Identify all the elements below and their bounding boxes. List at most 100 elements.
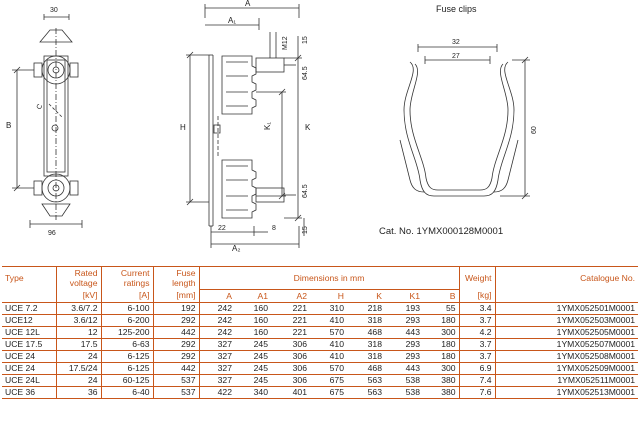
dim-96-label: 96 [48, 230, 56, 237]
cell-type: UCE 12L [2, 326, 57, 339]
dim-a2-label: A₂ [232, 244, 240, 253]
dim-22-label: 22 [218, 225, 226, 232]
cell-h: 570 [310, 362, 347, 375]
cell-type: UCE12 [2, 314, 57, 327]
cell-a1: 245 [235, 374, 271, 387]
dim-32-label: 32 [452, 39, 460, 46]
cell-h: 675 [310, 374, 347, 387]
col-k: K [347, 289, 385, 303]
dim-64-5-bottom-label: 64.5 [302, 184, 309, 198]
cell-cat: 1YMX052505M0001 [495, 326, 639, 339]
cell-a: 327 [199, 362, 235, 375]
dim-60-label: 60 [531, 126, 538, 134]
cell-a2: 306 [271, 374, 310, 387]
cell-weight: 3.4 [459, 302, 496, 315]
cell-weight: 4.2 [459, 326, 496, 339]
col-b: B [423, 289, 460, 303]
cell-k1: 443 [385, 362, 423, 375]
dim-15-top-label: 15 [302, 36, 309, 44]
cell-b: 300 [423, 362, 460, 375]
header-fuse-length: Fuse length [153, 266, 200, 289]
header-rated-voltage: Rated voltage [56, 266, 102, 289]
cell-b: 300 [423, 326, 460, 339]
header-weight: Weight [459, 266, 496, 289]
unit-a: [A] [101, 289, 154, 303]
cell-a2: 401 [271, 386, 310, 399]
cell-k: 318 [347, 350, 385, 363]
cell-k: 468 [347, 326, 385, 339]
cell-voltage: 17.5 [56, 338, 102, 351]
cell-a1: 245 [235, 338, 271, 351]
col-k1: K1 [385, 289, 423, 303]
cell-weight: 7.4 [459, 374, 496, 387]
cell-cat: 1YMX052503M0001 [495, 314, 639, 327]
cell-a1: 340 [235, 386, 271, 399]
table-header-row: Type Rated voltage Current ratings Fuse … [2, 266, 639, 290]
dim-c-label: C [36, 103, 45, 111]
dim-27-label: 27 [452, 53, 460, 60]
cell-type: UCE 24 [2, 362, 57, 375]
col-a: A [199, 289, 235, 303]
cell-current: 6-200 [101, 314, 154, 327]
cell-a2: 221 [271, 302, 310, 315]
cell-current: 60-125 [101, 374, 154, 387]
header-current-ratings: Current ratings [101, 266, 154, 289]
col-a1: A1 [235, 289, 271, 303]
cell-a2: 306 [271, 338, 310, 351]
cell-a2: 221 [271, 314, 310, 327]
col-a2: A2 [271, 289, 310, 303]
unit-mm: [mm] [153, 289, 200, 303]
cell-a: 242 [199, 326, 235, 339]
cell-voltage: 12 [56, 326, 102, 339]
cell-a1: 245 [235, 362, 271, 375]
fuse-clips-title: Fuse clips [436, 4, 477, 14]
dim-h-label: H [180, 123, 186, 132]
dim-k1-label: K₁ [263, 122, 272, 130]
cell-b: 380 [423, 386, 460, 399]
cell-cat: 1YMX052513M0001 [495, 386, 639, 399]
cell-h: 410 [310, 338, 347, 351]
cell-b: 180 [423, 350, 460, 363]
specification-table: Type Rated voltage Current ratings Fuse … [2, 266, 639, 399]
cell-weight: 3.7 [459, 338, 496, 351]
dim-b-label: B [6, 121, 11, 130]
cell-current: 6-40 [101, 386, 154, 399]
cell-a2: 306 [271, 362, 310, 375]
header-catalogue-no: Catalogue No. [495, 266, 639, 289]
cell-cat: 1YMX052511M0001 [495, 374, 639, 387]
cell-b: 55 [423, 302, 460, 315]
cell-voltage: 36 [56, 386, 102, 399]
cell-k: 468 [347, 362, 385, 375]
cell-type: UCE 17.5 [2, 338, 57, 351]
cell-weight: 3.7 [459, 314, 496, 327]
unit-kv: [kV] [56, 289, 102, 303]
cell-cat: 1YMX052501M0001 [495, 302, 639, 315]
cell-a: 242 [199, 302, 235, 315]
cell-b: 180 [423, 314, 460, 327]
cell-weight: 6.9 [459, 362, 496, 375]
cell-b: 380 [423, 374, 460, 387]
col-h: H [310, 289, 347, 303]
cell-h: 570 [310, 326, 347, 339]
cell-weight: 7.6 [459, 386, 496, 399]
dim-30-label: 30 [50, 7, 58, 14]
dim-8-label: 8 [272, 225, 276, 232]
dim-k-label: K [305, 123, 311, 132]
cell-current: 6-125 [101, 362, 154, 375]
cell-k1: 193 [385, 302, 423, 315]
header-type: Type [2, 266, 57, 289]
cell-k: 318 [347, 338, 385, 351]
cell-length: 537 [153, 386, 200, 399]
cell-current: 125-200 [101, 326, 154, 339]
cell-length: 442 [153, 326, 200, 339]
cell-a: 422 [199, 386, 235, 399]
cell-type: UCE 24 [2, 350, 57, 363]
cell-a2: 306 [271, 350, 310, 363]
cell-k1: 293 [385, 338, 423, 351]
cell-a: 327 [199, 338, 235, 351]
